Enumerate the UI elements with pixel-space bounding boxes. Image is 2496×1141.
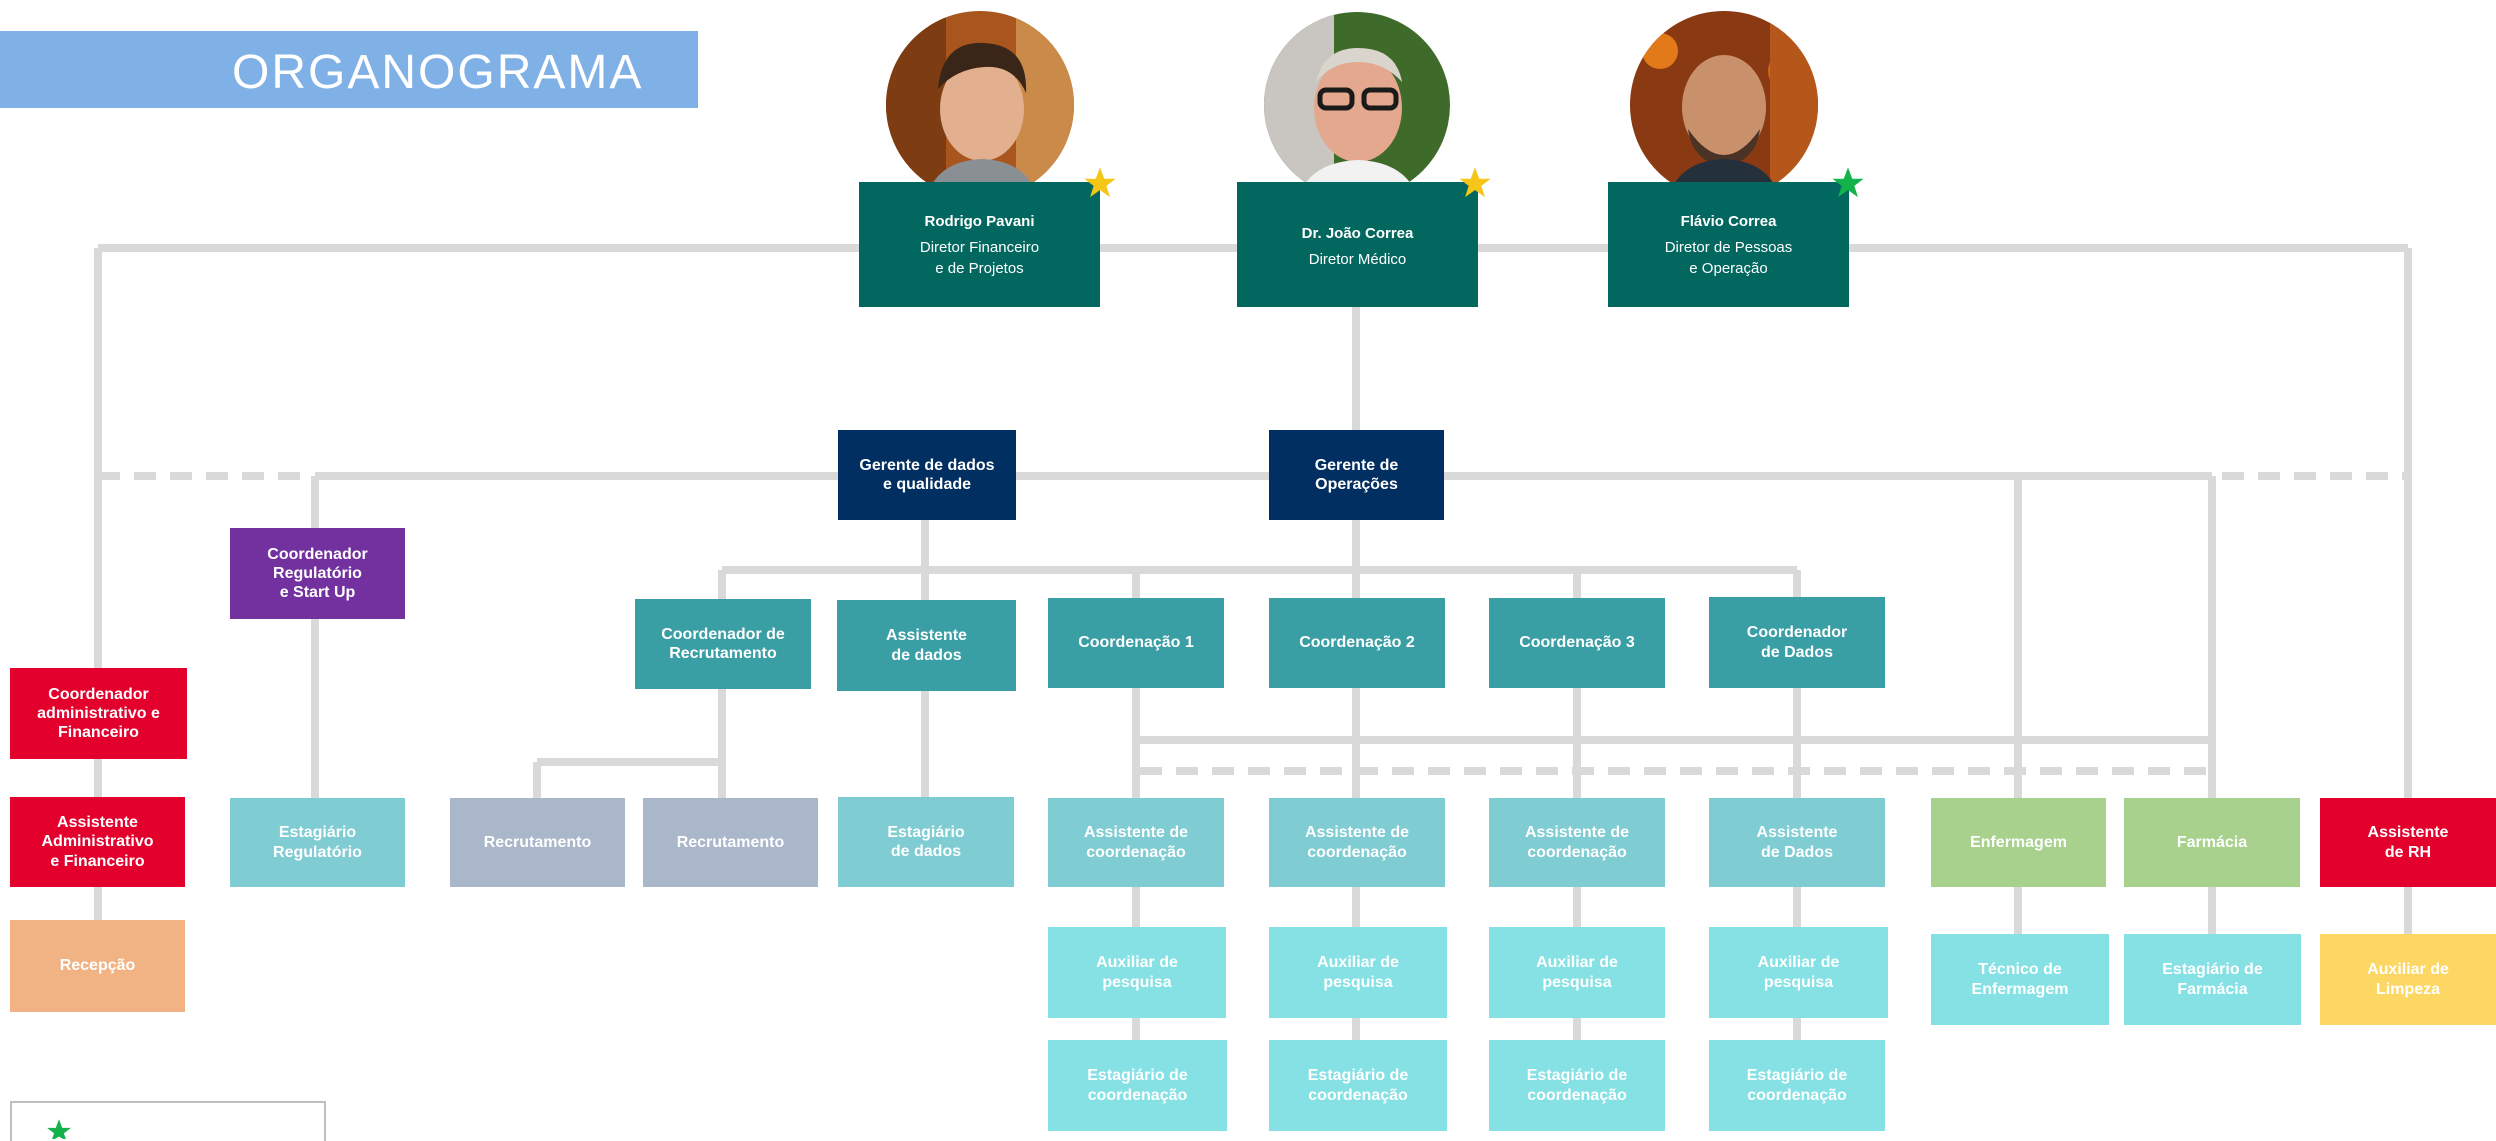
box-label: Estagiário de dados [887, 823, 965, 860]
coordination-intern-4: Estagiário de coordenação [1709, 1040, 1885, 1131]
box-label: Recepção [59, 957, 136, 975]
box-label: Auxiliar de pesquisa [1096, 954, 1178, 991]
manager-label: Gerente de dados e qualidade [859, 456, 995, 493]
director-name: Rodrigo Pavani [924, 213, 1035, 230]
box-label: Farmácia [2176, 833, 2248, 851]
assistant-data: Assistente de dados [837, 600, 1016, 691]
assistant-hr: Assistente de RH [2320, 798, 2496, 887]
box-label: Coordenação 1 [1078, 634, 1194, 652]
recruitment-1: Recrutamento [450, 798, 625, 887]
nursing-technician: Técnico de Enfermagem [1931, 934, 2109, 1025]
box-label: Assistente de coordenação [1083, 824, 1189, 861]
pharmacy-intern: Estagiário de Farmácia [2124, 934, 2301, 1025]
box-label: Assistente de coordenação [1524, 824, 1630, 861]
box-label: Auxiliar de Limpeza [2367, 961, 2449, 998]
box-label: Estagiário de Farmácia [2162, 961, 2263, 998]
research-aux-4: Auxiliar de pesquisa [1709, 927, 1888, 1018]
manager-label: Gerente de Operações [1314, 456, 1399, 493]
research-aux-1: Auxiliar de pesquisa [1048, 927, 1226, 1018]
coordination-intern-2: Estagiário de coordenação [1269, 1040, 1447, 1131]
director-role: Diretor de Pessoas e Operação [1664, 239, 1793, 277]
star-icon [1084, 167, 1116, 198]
research-aux-3: Auxiliar de pesquisa [1489, 927, 1665, 1018]
box-label: Coordenação 2 [1299, 634, 1415, 652]
box-label: Estagiário Regulatório [273, 824, 362, 861]
star-icon [47, 1119, 71, 1139]
coordination-3: Coordenação 3 [1489, 598, 1665, 688]
coordination-intern-3: Estagiário de coordenação [1489, 1040, 1665, 1131]
assistant-data-2: Assistente de Dados [1709, 798, 1885, 887]
box-label: Auxiliar de pesquisa [1317, 954, 1399, 991]
box-label: Coordenador de Recrutamento [661, 625, 785, 662]
recruitment-2: Recrutamento [643, 798, 818, 887]
star-icon [1459, 167, 1491, 198]
assistant-coordination-3: Assistente de coordenação [1489, 798, 1665, 887]
box-label: Coordenador Regulatório e Start Up [267, 545, 368, 602]
coordinator-recruitment: Coordenador de Recrutamento [635, 599, 811, 689]
director-name: Dr. João Correa [1301, 225, 1414, 242]
box-label: Assistente de dados [886, 627, 967, 664]
manager-operations: Gerente de Operações [1269, 430, 1444, 520]
nursing: Enfermagem [1931, 798, 2106, 887]
director-box-rodrigo-pavani: Rodrigo Pavani Diretor Financeiro e de P… [859, 182, 1100, 307]
coordination-1: Coordenação 1 [1048, 598, 1224, 688]
box-label: Assistente de coordenação [1304, 824, 1410, 861]
box-label: Recrutamento [483, 833, 592, 851]
director-box-joao-correa: Dr. João Correa Diretor Médico [1237, 182, 1478, 307]
director-name: Flávio Correa [1680, 213, 1777, 230]
coordination-intern-1: Estagiário de coordenação [1048, 1040, 1227, 1131]
assistant-coordination-2: Assistente de coordenação [1269, 798, 1445, 887]
coordination-2: Coordenação 2 [1269, 598, 1445, 688]
assistant-coordination-1: Assistente de coordenação [1048, 798, 1224, 887]
box-label: Coordenador administrativo e Financeiro [37, 685, 160, 742]
box-label: Enfermagem [1970, 833, 2067, 851]
box-label: Auxiliar de pesquisa [1536, 954, 1618, 991]
box-label: Estagiário de coordenação [1087, 1067, 1188, 1104]
cleaning-aux: Auxiliar de Limpeza [2320, 934, 2496, 1025]
box-label: Coordenador de Dados [1746, 624, 1848, 661]
box-label: Auxiliar de pesquisa [1757, 954, 1840, 991]
reception: Recepção [10, 920, 185, 1012]
box-label: Estagiário de coordenação [1526, 1067, 1628, 1104]
box-label: Assistente de RH [2367, 824, 2449, 861]
legend-box [10, 1101, 326, 1141]
research-aux-2: Auxiliar de pesquisa [1269, 927, 1447, 1018]
coordinator-admin-finance: Coordenador administrativo e Financeiro [10, 668, 187, 759]
star-icon [1832, 167, 1864, 198]
box-label: Coordenação 3 [1519, 634, 1635, 652]
pharmacy: Farmácia [2124, 798, 2300, 887]
manager-data-quality: Gerente de dados e qualidade [838, 430, 1016, 520]
avatar-joao-correa [1264, 12, 1450, 198]
coordinator-data: Coordenador de Dados [1709, 597, 1885, 688]
avatar-rodrigo-pavani [886, 11, 1074, 199]
avatar-flavio-correa [1630, 11, 1818, 199]
box-label: Estagiário de coordenação [1746, 1067, 1848, 1104]
title-banner: ORGANOGRAMA [0, 31, 698, 108]
director-box-flavio-correa: Flávio Correa Diretor de Pessoas e Opera… [1608, 182, 1849, 307]
box-label: Assistente Administrativo e Financeiro [41, 814, 154, 870]
intern-regulatory: Estagiário Regulatório [230, 798, 405, 887]
box-label: Recrutamento [676, 833, 785, 851]
box-label: Assistente de Dados [1756, 824, 1838, 861]
box-label: Estagiário de coordenação [1307, 1067, 1409, 1104]
assistant-admin-finance: Assistente Administrativo e Financeiro [10, 797, 185, 887]
page-title: ORGANOGRAMA [232, 46, 644, 99]
coordinator-regulatory: Coordenador Regulatório e Start Up [230, 528, 405, 619]
director-role: Diretor Médico [1308, 251, 1407, 269]
box-label: Técnico de Enfermagem [1971, 961, 2069, 998]
intern-data: Estagiário de dados [838, 797, 1014, 887]
director-role: Diretor Financeiro e de Projetos [919, 239, 1040, 277]
